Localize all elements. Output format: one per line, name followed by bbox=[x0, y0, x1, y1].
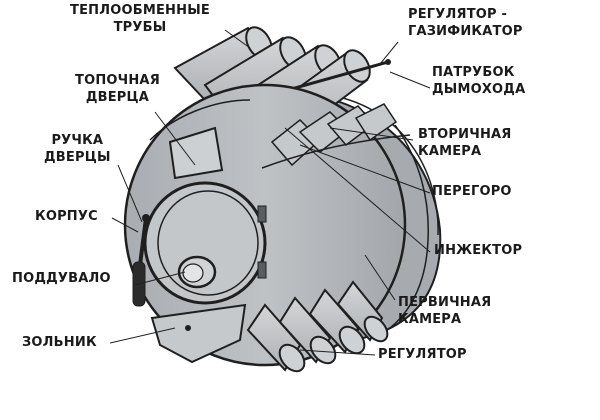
leader-injector bbox=[284, 127, 431, 253]
label-injector: ИНЖЕКТОР bbox=[434, 243, 523, 258]
leader-chimney-pipe bbox=[389, 71, 431, 89]
bottom-pipe bbox=[278, 296, 337, 365]
label-firebox-door: ТОПОЧНАЯ ДВЕРЦА bbox=[75, 73, 160, 105]
label-heat-exchange-pipes: ТЕПЛООБМЕННЫЕ ТРУБЫ bbox=[70, 3, 210, 35]
label-regulator-gasifier: РЕГУЛЯТОР - ГАЗИФИКАТОР bbox=[408, 7, 523, 39]
leader-firebox-door bbox=[154, 111, 196, 166]
label-body: КОРПУС bbox=[35, 209, 98, 224]
leader-heat-exchange-pipes bbox=[224, 29, 251, 49]
label-partition: ПЕРЕГОРО bbox=[432, 184, 512, 199]
ash-pan bbox=[150, 303, 247, 364]
inner-pipes bbox=[270, 103, 398, 167]
leader-body bbox=[111, 217, 139, 233]
leader-secondary-chamber bbox=[329, 127, 414, 141]
bottom-heat-exchange-pipes bbox=[246, 280, 389, 373]
label-ash-pit: ПОДДУВАЛО bbox=[12, 271, 111, 286]
leader-primary-chamber bbox=[364, 254, 396, 301]
firebox-door bbox=[143, 181, 267, 305]
label-primary-chamber: ПЕРВИЧНАЯ КАМЕРА bbox=[398, 295, 492, 327]
leader-partition bbox=[299, 144, 431, 194]
leader-regulator-gasifier bbox=[379, 41, 399, 65]
leader-ash-pan bbox=[109, 327, 176, 344]
bottom-pipe bbox=[308, 288, 366, 355]
leader-door-handle bbox=[117, 164, 143, 223]
label-door-handle: РУЧКА ДВЕРЦЫ bbox=[44, 133, 111, 165]
label-chimney-pipe: ПАТРУБОК ДЫМОХОДА bbox=[432, 65, 526, 97]
ash-pit-door bbox=[177, 255, 217, 289]
label-regulator: РЕГУЛЯТОР bbox=[378, 347, 467, 362]
leader-lines bbox=[109, 29, 431, 356]
firebox-window bbox=[168, 126, 224, 180]
leader-regulator bbox=[299, 349, 376, 356]
leader-ash-pit bbox=[134, 271, 186, 286]
label-ash-pan: ЗОЛЬНИК bbox=[22, 335, 97, 350]
bottom-pipe bbox=[336, 280, 389, 343]
label-secondary-chamber: ВТОРИЧНАЯ КАМЕРА bbox=[418, 127, 512, 159]
